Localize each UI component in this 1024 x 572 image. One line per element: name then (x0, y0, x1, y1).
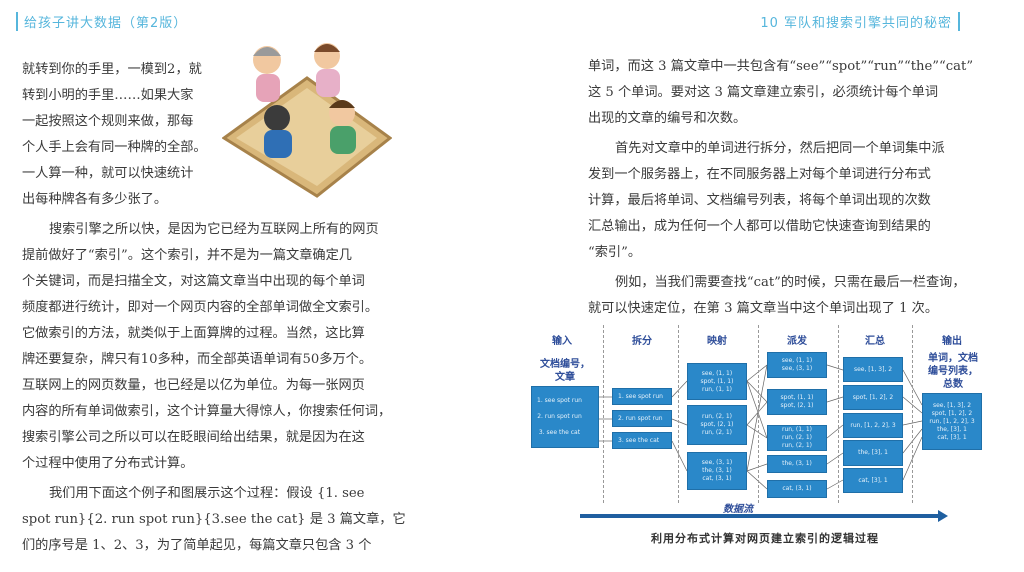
reduce-box: run, [1, 2, 2], 3 (843, 413, 903, 438)
text-line: 提前做好了“索引”。这个索引，并不是为一篇文章确定几 (22, 248, 352, 263)
dispatch-box: the, (3, 1) (767, 455, 827, 473)
output-index-box: see, [1, 3], 2 spot, [1, 2], 2 run, [1, … (922, 393, 982, 450)
text-line: 一人算一种，就可以快速统计 (22, 166, 194, 181)
reduce-box: spot, [1, 2], 2 (843, 385, 903, 410)
connector-line (746, 463, 768, 472)
text-line: 转到小明的手里……如果大家 (22, 88, 194, 103)
column-header-reduce: 汇总 (865, 336, 885, 347)
dispatch-box: see, (1, 1) see, (3, 1) (767, 352, 827, 378)
dispatch-box: run, (1, 1) run, (2, 1) run, (2, 1) (767, 425, 827, 451)
left-page-text: 就转到你的手里，一模到2，就转到小明的手里……如果大家一起按照这个规则来做，那每… (22, 57, 406, 559)
children-playing-cards-illustration (222, 43, 392, 198)
data-flow-label: 数据流 (723, 504, 753, 515)
column-header-input: 输入 (552, 336, 572, 347)
reduce-box: see, [1, 3], 2 (843, 357, 903, 382)
map-box: run, (2, 1) spot, (2, 1) run, (2, 1) (687, 405, 747, 445)
mapreduce-index-diagram: 输入 拆分 映射 派发 汇总 输出 文档编号， 文章 单词，文档 编号列表， 总… (525, 325, 995, 525)
connector-line (746, 380, 768, 403)
column-divider (758, 325, 759, 503)
column-divider (678, 325, 679, 503)
reduce-box: cat, [3], 1 (843, 468, 903, 493)
text-line: 就可以快速定位，在第 3 篇文章当中这个单词出现了 1 次。 (588, 301, 939, 316)
column-divider (603, 325, 604, 503)
text-line: 例如，当我们需要查找“cat”的时候，只需在最后一栏查询， (615, 275, 966, 290)
text-line: 它做索引的方法，就类似于上面算牌的过程。当然，这比算 (22, 326, 365, 341)
text-line: 就转到你的手里，一模到2，就 (22, 62, 202, 77)
connector-line (826, 479, 844, 490)
text-line: 个过程中使用了分布式计算。 (22, 456, 194, 471)
map-box: see, (1, 1) spot, (1, 1) run, (1, 1) (687, 363, 747, 400)
connector-line (746, 380, 768, 439)
connector-line (671, 380, 688, 398)
text-line: 出现的文章的编号和次数。 (588, 111, 747, 126)
split-box: 1. see spot run (612, 388, 672, 405)
text-line: 个人手上会有同一种牌的全部。 (22, 140, 207, 155)
dispatch-box: spot, (1, 1) spot, (2, 1) (767, 389, 827, 415)
data-flow-arrow (580, 510, 948, 522)
text-line: 互联网上的网页数量，也已经是以亿为单位。为每一张网页 (22, 378, 365, 393)
column-divider (912, 325, 913, 503)
connector-line (746, 424, 768, 439)
connector-line (826, 424, 844, 439)
text-line: 汇总输出，成为任何一个人都可以借助它快速查询到结果的 (588, 219, 931, 234)
reduce-box: the, [3], 1 (843, 440, 903, 466)
output-label: 单词，文档 编号列表， 总数 (928, 353, 978, 390)
text-line: 我们用下面这个例子和图展示这个过程：假设 {1. see (49, 486, 365, 501)
dispatch-box: cat, (3, 1) (767, 480, 827, 498)
text-line: 一起按照这个规则来做，那每 (22, 114, 194, 129)
text-line: 计算，最后将单词、文档编号列表，将每个单词出现的次数 (588, 193, 931, 208)
connector-line (746, 364, 768, 472)
split-box: 2. run spot run (612, 410, 672, 427)
input-documents-box: 1. see spot run 2. run spot run 3. see t… (531, 386, 599, 448)
column-divider (838, 325, 839, 503)
text-line: 内容的所有单词做索引，这个计算量大得惊人，你搜索任何词， (22, 404, 392, 419)
text-line: 频度都进行统计，即对一个网页内容的全部单词做全文索引。 (22, 300, 379, 315)
figure-caption: 利用分布式计算对网页建立索引的逻辑过程 (651, 532, 879, 545)
text-line: spot run}{2. run spot run}{3.see the cat… (22, 512, 406, 527)
connector-line (826, 396, 844, 403)
connector-line (826, 452, 844, 465)
connector-line (671, 440, 688, 472)
connector-line (746, 401, 768, 426)
connector-line (746, 470, 768, 490)
right-page-text: 单词，而这 3 篇文章中一共包含有“see”“spot”“run”“the”“c… (588, 54, 973, 322)
input-label: 文档编号， 文章 (540, 359, 590, 383)
text-line: “索引”。 (588, 245, 642, 260)
text-line: 牌还要复杂，牌只有10多种，而全部英语单词有50多万个。 (22, 352, 373, 367)
text-line: 搜索引擎公司之所以可以在眨眼间给出结果，就是因为在这 (22, 430, 365, 445)
text-line: 个关键词，而是扫描全文，对这篇文章当中出现的每个单词 (22, 274, 365, 289)
text-line: 首先对文章中的单词进行拆分，然后把同一个单词集中派 (615, 141, 945, 156)
text-line: 们的序号是 1、2、3，为了简单起见，每篇文章只包含 3 个 (22, 538, 372, 553)
text-line: 搜索引擎之所以快，是因为它已经为互联网上所有的网页 (49, 222, 379, 237)
column-header-dispatch: 派发 (787, 336, 807, 347)
chapter-title-header: 10 军队和搜索引擎共同的秘密 (760, 12, 960, 31)
map-box: see, (3, 1) the, (3, 1) cat, (3, 1) (687, 452, 747, 490)
text-line: 单词，而这 3 篇文章中一共包含有“see”“spot”“run”“the”“c… (588, 59, 974, 74)
book-title-header: 给孩子讲大数据（第2版） (16, 12, 187, 31)
connector-lines (599, 364, 923, 490)
column-header-split: 拆分 (632, 336, 652, 347)
connector-line (826, 364, 844, 371)
column-header-output: 输出 (942, 336, 962, 347)
text-line: 出每种牌各有多少张了。 (22, 192, 168, 207)
text-line: 这 5 个单词。要对这 3 篇文章建立索引，必须统计每个单词 (588, 85, 939, 100)
text-line: 发到一个服务器上，在不同服务器上对每个单词进行分布式 (588, 167, 931, 182)
connector-line (746, 364, 768, 382)
column-header-map: 映射 (707, 336, 727, 347)
connector-line (671, 418, 688, 426)
split-box: 3. see the cat (612, 432, 672, 449)
